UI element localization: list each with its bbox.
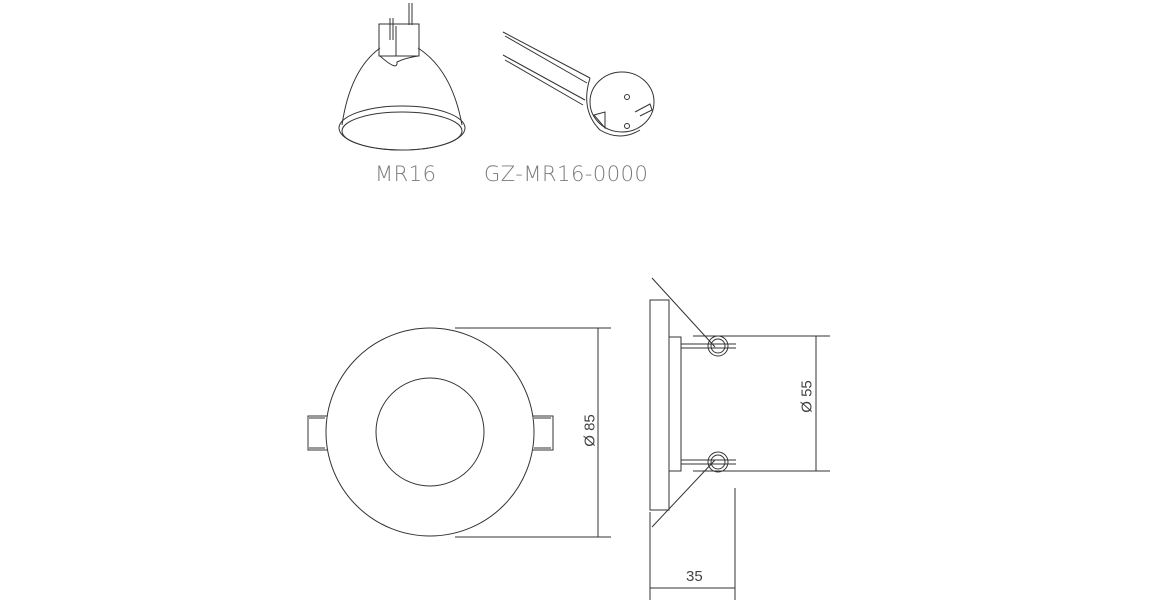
gz-socket-icon (502, 31, 655, 137)
mr16-lamp-icon (338, 3, 466, 151)
front-view (307, 327, 611, 538)
front-diameter-label: Ø 85 (581, 414, 599, 447)
socket-label: GZ-MR16-0000 (484, 162, 649, 186)
cutout-diameter-label: Ø 55 (798, 380, 816, 413)
lamp-label: MR16 (375, 162, 437, 186)
depth-label: 35 (686, 568, 703, 585)
side-view (649, 277, 830, 600)
